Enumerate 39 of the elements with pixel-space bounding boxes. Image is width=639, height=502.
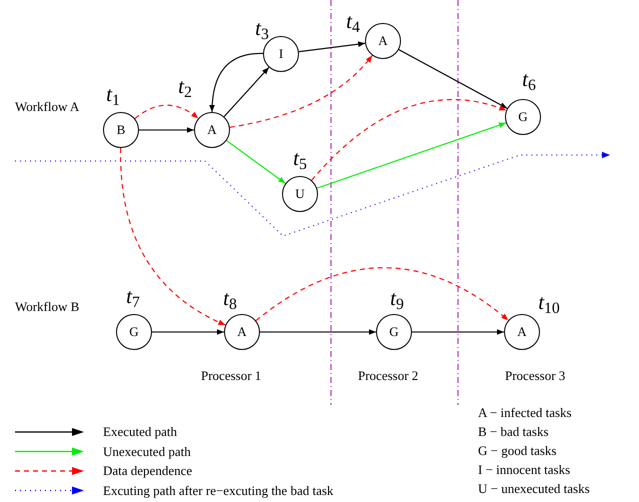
arrow — [412, 329, 504, 335]
text-label: B − bad tasks — [478, 425, 549, 438]
text-label: Processor 3 — [505, 369, 566, 382]
arrow — [256, 267, 509, 322]
text-label: U − unexecuted tasks — [478, 482, 590, 495]
text-label: I − innocent tasks — [478, 463, 570, 476]
task-label: t$_{10}$ — [538, 292, 560, 313]
task-label: t$_{1}$ — [106, 84, 120, 105]
arrow — [398, 49, 508, 109]
task-label: t$_{2}$ — [178, 76, 192, 97]
arrow — [209, 52, 264, 112]
arrow — [120, 148, 226, 326]
arrow — [260, 329, 376, 335]
legend-text: Executed path — [103, 425, 177, 438]
task-label: t$_{4}$ — [346, 11, 360, 32]
legend-text: Unexecuted path — [103, 444, 191, 458]
task-label: t$_{5}$ — [293, 148, 307, 169]
task-label: t$_{8}$ — [223, 288, 237, 309]
arrow — [152, 329, 224, 335]
text-label: Processor 2 — [358, 369, 418, 382]
legend-text: Excuting path after re−excuting the bad task — [103, 484, 334, 496]
arrow — [224, 66, 270, 118]
legend-text: Data dependence — [103, 464, 192, 477]
arrow — [311, 99, 506, 181]
arrow — [298, 41, 366, 52]
arrow — [134, 104, 199, 119]
task-label: t$_{6}$ — [522, 69, 536, 90]
task-label: t$_{7}$ — [126, 286, 140, 307]
task-label: t$_{9}$ — [390, 288, 404, 309]
text-label: Processor 1 — [201, 369, 262, 382]
text-label: Workflow A — [15, 100, 80, 113]
arrow — [230, 55, 373, 128]
task-label: t$_{3}$ — [255, 18, 269, 39]
arrow — [139, 127, 194, 133]
text-label: A − infected tasks — [478, 406, 572, 419]
text-label: Workflow B — [15, 300, 80, 313]
arrow — [226, 140, 286, 184]
text-label: G − good tasks — [478, 444, 556, 457]
arrow — [316, 122, 506, 189]
